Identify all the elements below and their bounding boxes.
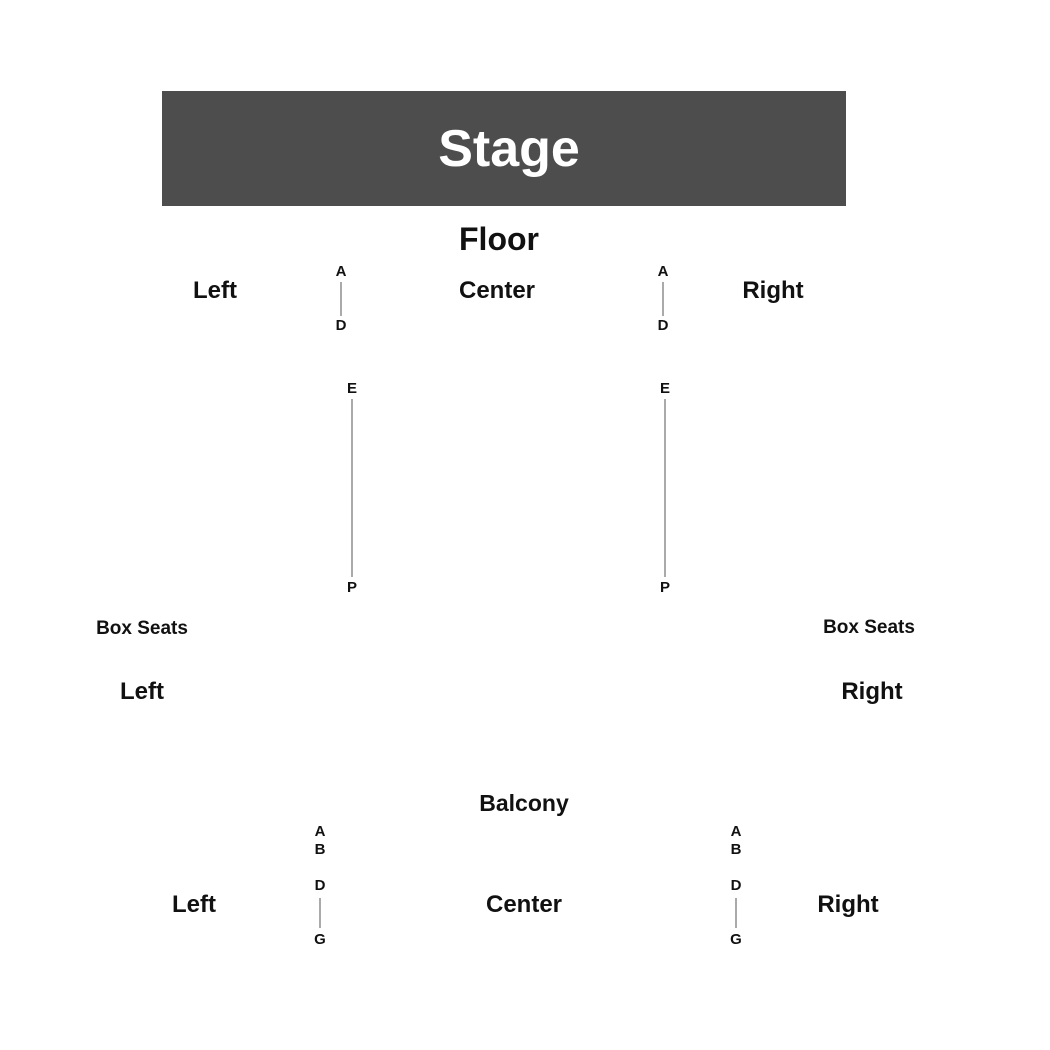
row-label-start: D xyxy=(730,877,742,894)
row-label-end: G xyxy=(730,931,742,948)
box-seats-left-title: Box Seats xyxy=(96,618,188,639)
balcony-title: Balcony xyxy=(479,790,569,816)
row-label-end: D xyxy=(335,317,347,334)
floor-title: Floor xyxy=(459,221,539,257)
row-label-end: D xyxy=(657,317,669,334)
row-label-start: A xyxy=(657,263,669,280)
row-range-line xyxy=(319,898,321,928)
row-label-end: P xyxy=(659,579,671,596)
row-label: A xyxy=(730,823,742,840)
row-label: A xyxy=(314,823,326,840)
box-seats-right-title: Box Seats xyxy=(823,617,915,638)
row-range-line xyxy=(664,399,666,577)
row-label-end: P xyxy=(346,579,358,596)
row-label-start: E xyxy=(346,380,358,397)
balcony-section-center[interactable]: Center xyxy=(485,891,563,918)
row-label-start: A xyxy=(335,263,347,280)
floor-section-right[interactable]: Right xyxy=(742,277,804,304)
stage-label: Stage xyxy=(438,119,580,178)
row-range-line xyxy=(340,282,342,316)
floor-section-center[interactable]: Center xyxy=(458,277,536,304)
row-range-line xyxy=(735,898,737,928)
row-label-start: E xyxy=(659,380,671,397)
box-seats-right-section[interactable]: Right xyxy=(841,678,903,705)
floor-section-left[interactable]: Left xyxy=(193,277,237,304)
stage[interactable]: Stage xyxy=(162,91,846,206)
row-range-line xyxy=(662,282,664,316)
row-range-line xyxy=(351,399,353,577)
row-label-start: D xyxy=(314,877,326,894)
box-seats-left-section[interactable]: Left xyxy=(120,678,164,705)
balcony-section-left[interactable]: Left xyxy=(172,891,216,918)
row-label: B xyxy=(730,841,742,858)
row-label: B xyxy=(314,841,326,858)
row-label-end: G xyxy=(314,931,326,948)
balcony-section-right[interactable]: Right xyxy=(817,891,879,918)
